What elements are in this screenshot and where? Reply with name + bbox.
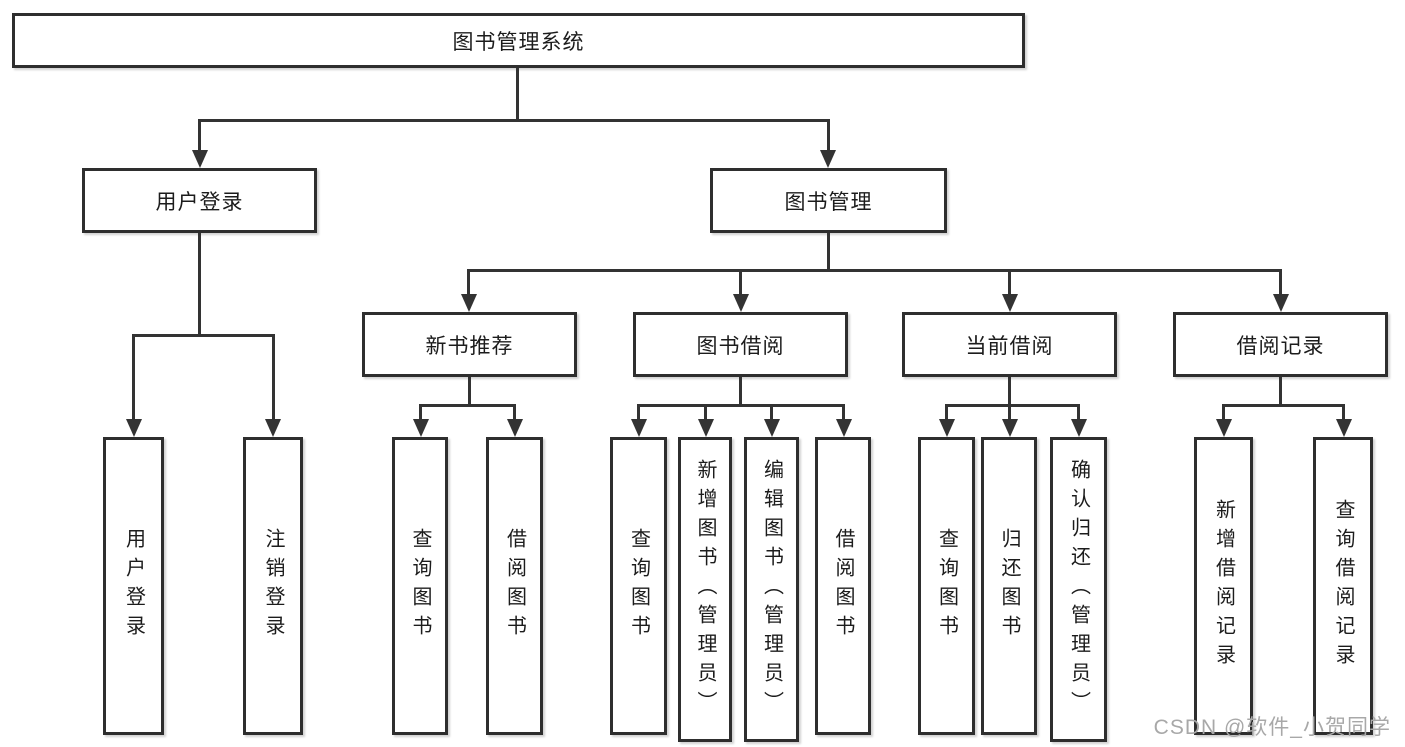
connector-line	[827, 119, 830, 152]
connector-line	[770, 404, 773, 419]
leaf-query-books-current: 查询图书	[918, 437, 975, 735]
arrowhead-down-icon	[733, 294, 749, 312]
connector-line	[516, 68, 519, 121]
connector-line	[637, 404, 640, 419]
leaf-label: 借阅图书	[503, 528, 526, 644]
arrowhead-down-icon	[413, 419, 429, 437]
node-root-label: 图书管理系统	[452, 30, 585, 54]
connector-line	[1279, 269, 1282, 296]
leaf-label: 新增图书（管理员）	[694, 459, 716, 720]
leaf-add-books-admin: 新增图书（管理员）	[678, 437, 732, 742]
connector-line	[132, 334, 135, 419]
leaf-user-login: 用户登录	[103, 437, 164, 735]
leaf-label: 查询图书	[409, 528, 431, 644]
leaf-add-borrow-record: 新增借阅记录	[1194, 437, 1253, 735]
leaf-label: 查询图书	[935, 528, 958, 644]
node-current-borrow: 当前借阅	[902, 312, 1117, 377]
leaf-label: 编辑图书（管理员）	[760, 459, 783, 720]
connector-line	[827, 233, 830, 271]
leaf-label: 查询借阅记录	[1332, 499, 1354, 673]
leaf-borrow-books: 借阅图书	[815, 437, 871, 735]
connector-line	[198, 233, 201, 337]
connector-line	[272, 334, 275, 419]
node-label: 用户登录	[155, 190, 244, 214]
leaf-query-books-recommend: 查询图书	[392, 437, 448, 735]
leaf-edit-books-admin: 编辑图书（管理员）	[744, 437, 799, 742]
connector-line	[419, 404, 422, 419]
connector-line	[132, 334, 275, 337]
leaf-label: 归还图书	[998, 528, 1020, 644]
leaf-logout: 注销登录	[243, 437, 303, 735]
node-label: 当前借阅	[965, 334, 1054, 358]
connector-line	[1279, 377, 1282, 407]
node-book-management-branch: 图书管理	[710, 168, 947, 233]
arrowhead-down-icon	[820, 150, 836, 168]
node-label: 新书推荐	[425, 334, 514, 358]
connector-line	[467, 269, 470, 296]
node-borrow-records: 借阅记录	[1173, 312, 1388, 377]
node-new-book-recommend: 新书推荐	[362, 312, 577, 377]
arrowhead-down-icon	[1336, 419, 1352, 437]
leaf-label: 确认归还（管理员）	[1067, 459, 1090, 720]
arrowhead-down-icon	[698, 419, 714, 437]
node-label: 图书借阅	[696, 334, 785, 358]
arrowhead-down-icon	[939, 419, 955, 437]
csdn-watermark: CSDN @软件_小贺同学	[1153, 716, 1391, 739]
node-label: 图书管理	[784, 190, 873, 214]
arrowhead-down-icon	[126, 419, 142, 437]
leaf-label: 用户登录	[122, 528, 145, 644]
arrowhead-down-icon	[1002, 419, 1018, 437]
node-label: 借阅记录	[1236, 334, 1325, 358]
node-user-login-branch: 用户登录	[82, 168, 317, 233]
arrowhead-down-icon	[1002, 294, 1018, 312]
connector-line	[198, 119, 201, 152]
leaf-label: 查询图书	[627, 528, 650, 644]
leaf-query-borrow-record: 查询借阅记录	[1313, 437, 1373, 735]
connector-line	[468, 377, 471, 407]
connector-line	[704, 404, 707, 419]
connector-line	[1008, 269, 1011, 296]
leaf-query-books-borrow: 查询图书	[610, 437, 667, 735]
arrowhead-down-icon	[192, 150, 208, 168]
arrowhead-down-icon	[1273, 294, 1289, 312]
leaf-label: 新增借阅记录	[1212, 499, 1235, 673]
leaf-borrow-books-recommend: 借阅图书	[486, 437, 543, 735]
connector-line	[842, 404, 845, 419]
connector-line	[739, 377, 742, 407]
connector-line	[739, 269, 742, 296]
arrowhead-down-icon	[507, 419, 523, 437]
arrowhead-down-icon	[265, 419, 281, 437]
connector-line	[945, 404, 948, 419]
leaf-return-books: 归还图书	[981, 437, 1037, 735]
connector-line	[467, 269, 1282, 272]
arrowhead-down-icon	[1071, 419, 1087, 437]
node-book-borrow: 图书借阅	[633, 312, 848, 377]
connector-line	[1342, 404, 1345, 419]
connector-line	[513, 404, 516, 419]
leaf-label: 注销登录	[262, 528, 284, 644]
connector-line	[419, 404, 516, 407]
connector-line	[1008, 404, 1011, 419]
arrowhead-down-icon	[631, 419, 647, 437]
node-root-system: 图书管理系统	[12, 13, 1025, 68]
connector-line	[637, 404, 845, 407]
connector-line	[1008, 377, 1011, 407]
arrowhead-down-icon	[461, 294, 477, 312]
connector-line	[1077, 404, 1080, 419]
connector-line	[1222, 404, 1225, 419]
arrowhead-down-icon	[764, 419, 780, 437]
leaf-confirm-return-admin: 确认归还（管理员）	[1050, 437, 1107, 742]
connector-line	[945, 404, 1080, 407]
connector-line	[198, 119, 830, 122]
arrowhead-down-icon	[836, 419, 852, 437]
arrowhead-down-icon	[1216, 419, 1232, 437]
connector-line	[1222, 404, 1344, 407]
leaf-label: 借阅图书	[832, 528, 854, 644]
